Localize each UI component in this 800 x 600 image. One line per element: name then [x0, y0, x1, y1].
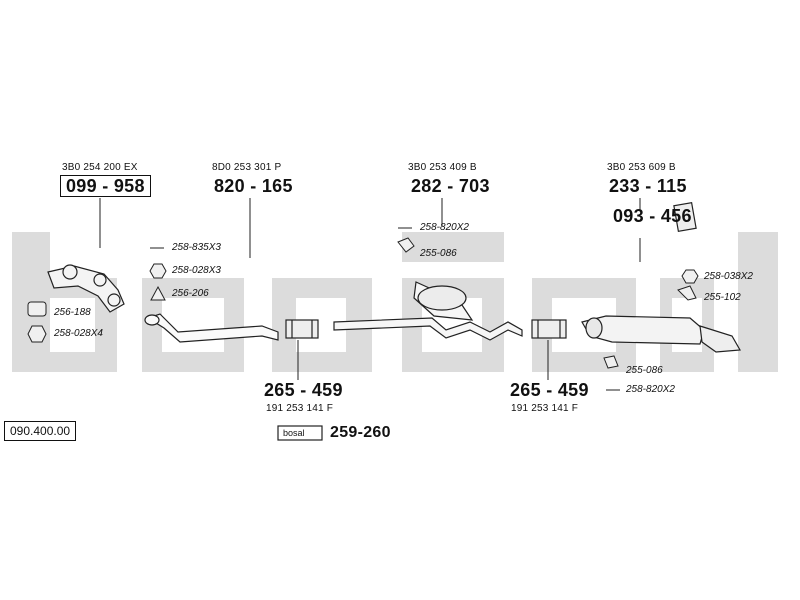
manifold-oem: 3B0 254 200 EX: [62, 162, 138, 173]
front-pipe-part-number[interactable]: 820 - 165: [214, 176, 293, 196]
paste-brand: bosal: [283, 428, 305, 438]
paste-tube: [277, 425, 323, 441]
clamp-2-part-number[interactable]: 265 - 459: [510, 380, 589, 400]
accessory-11[interactable]: 258-820X2: [626, 384, 675, 395]
clamp-1-part-number[interactable]: 265 - 459: [264, 380, 343, 400]
accessory-8[interactable]: 258-038X2: [704, 271, 753, 282]
center-silencer-part-number[interactable]: 282 - 703: [411, 176, 490, 196]
rear-bracket: [673, 201, 697, 233]
clamp-1: [285, 319, 319, 339]
accessory-icons: [27, 227, 699, 391]
bosal-watermark: [12, 232, 778, 372]
clamp-2-oem: 191 253 141 F: [511, 403, 579, 414]
accessory-2[interactable]: 258-028X3: [172, 265, 221, 276]
accessory-9[interactable]: 255-102: [704, 292, 741, 303]
accessory-5[interactable]: 258-028X4: [54, 328, 103, 339]
accessory-4[interactable]: 256-188: [54, 307, 91, 318]
rear-silencer-part-number[interactable]: 233 - 115: [609, 176, 687, 196]
front-pipe-oem: 8D0 253 301 P: [212, 162, 282, 173]
paste-part-number[interactable]: 259-260: [330, 424, 391, 441]
accessory-7[interactable]: 255-086: [420, 248, 457, 259]
catalog-number: 090.400.00: [4, 421, 77, 441]
rear-silencer: [581, 315, 741, 353]
clamp-1-oem: 191 253 141 F: [266, 403, 334, 414]
accessory-6[interactable]: 258-820X2: [420, 222, 469, 233]
manifold-part-number[interactable]: 099 - 958: [60, 175, 151, 197]
manifold-downpipe: [47, 264, 125, 313]
rear-bracket-part-number[interactable]: 093 - 456: [613, 206, 692, 226]
clamp-2: [531, 319, 567, 339]
accessory-1[interactable]: 258-835X3: [172, 242, 221, 253]
accessory-3[interactable]: 256-206: [172, 288, 209, 299]
center-silencer: [333, 281, 523, 341]
rear-silencer-oem: 3B0 253 609 B: [607, 162, 676, 173]
center-silencer-oem: 3B0 253 409 B: [408, 162, 477, 173]
leader-lines: [99, 198, 641, 380]
front-pipe: [144, 313, 279, 343]
accessory-10[interactable]: 255-086: [626, 365, 663, 376]
